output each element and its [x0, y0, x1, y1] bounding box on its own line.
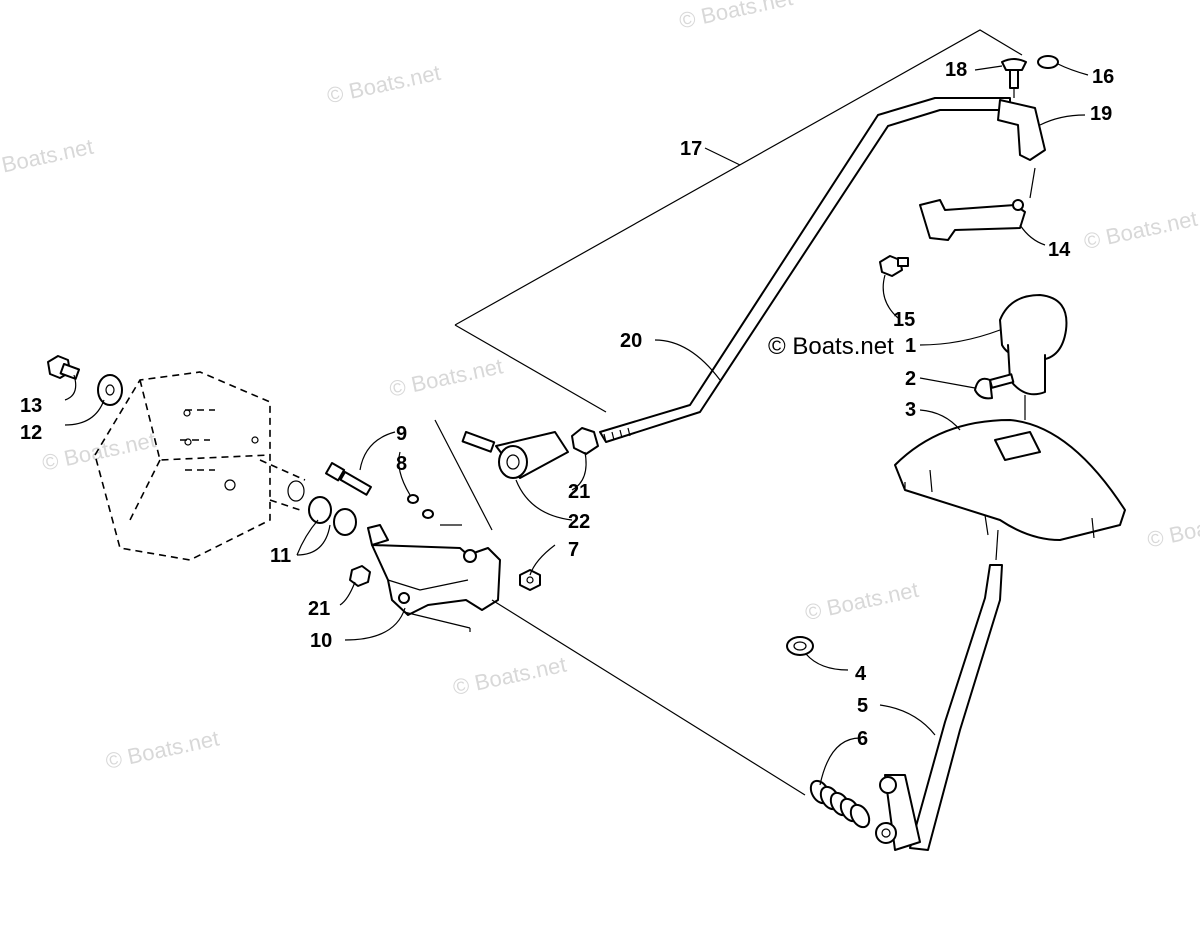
callout-3: 3 — [905, 399, 916, 421]
callout-8: 8 — [396, 453, 407, 475]
shifter-bracket-part-10 — [367, 524, 501, 616]
nut-part-21-lower — [349, 565, 371, 587]
callout-9: 9 — [396, 423, 407, 445]
spring-part-6 — [809, 779, 871, 829]
callout-20: 20 — [620, 330, 642, 352]
watermark-text: © Boats.net — [451, 652, 569, 700]
callout-18: 18 — [945, 59, 967, 81]
pin-part-9 — [325, 462, 372, 496]
rod-link-part-19 — [997, 99, 1046, 161]
watermark-text: © Boats.net — [0, 134, 95, 182]
frame-bracket — [94, 371, 306, 561]
washer-part-12 — [97, 374, 123, 406]
watermark-text: © Boats.net — [677, 0, 795, 34]
center-watermark: © Boats.net — [768, 333, 894, 360]
screw-part-18 — [1001, 58, 1027, 89]
bolt-part-15 — [879, 255, 909, 277]
watermark-text: © Boats.net — [387, 353, 505, 401]
shift-boot-part-3 — [894, 419, 1126, 541]
shift-rod-part-20 — [599, 97, 1011, 443]
callout-7: 7 — [568, 539, 579, 561]
lever-part-14 — [919, 199, 1026, 241]
nut-part-7 — [519, 569, 541, 591]
callout-10: 10 — [310, 630, 332, 652]
watermark-text: © Boats.net — [1145, 504, 1200, 552]
callout-14: 14 — [1048, 239, 1071, 261]
callout-17: 17 — [680, 138, 702, 160]
washers-part-8 — [407, 494, 434, 519]
callout-4: 4 — [855, 663, 867, 685]
callout-21-upper: 21 — [568, 481, 590, 503]
assembly-lines — [403, 29, 1036, 796]
rod-end-part-22 — [461, 431, 569, 479]
callout-6: 6 — [857, 728, 868, 750]
watermark-text: © Boats.net — [325, 60, 443, 108]
watermark-text: © Boats.net — [1082, 206, 1200, 254]
leader-lines — [64, 63, 1089, 786]
watermark-text: © Boats.net — [103, 726, 221, 774]
grommet-part-4 — [786, 636, 814, 656]
callout-5: 5 — [857, 695, 868, 717]
callout-12: 12 — [20, 422, 42, 444]
nut-part-21-upper — [571, 427, 599, 455]
callout-13: 13 — [20, 395, 42, 417]
callout-1: 1 — [905, 335, 916, 357]
callout-15: 15 — [893, 309, 915, 331]
screw-part-2 — [974, 373, 1015, 400]
callout-2: 2 — [905, 368, 916, 390]
callout-21-lower: 21 — [308, 598, 330, 620]
shift-lever-part-5 — [875, 564, 1003, 851]
clip-part-16 — [1037, 55, 1059, 69]
callout-16: 16 — [1092, 66, 1114, 88]
callout-11: 11 — [270, 545, 291, 567]
frame-tube — [287, 480, 305, 502]
callout-19: 19 — [1090, 103, 1112, 125]
callout-labels: 1 2 3 4 5 6 7 8 9 10 11 12 13 14 15 16 1… — [20, 59, 1114, 750]
watermark-text: © Boats.net — [40, 427, 158, 475]
shift-knob-part-1 — [999, 294, 1068, 396]
o-rings-part-11 — [308, 496, 357, 536]
watermark-text: © Boats.net — [803, 577, 921, 625]
callout-22: 22 — [568, 511, 590, 533]
